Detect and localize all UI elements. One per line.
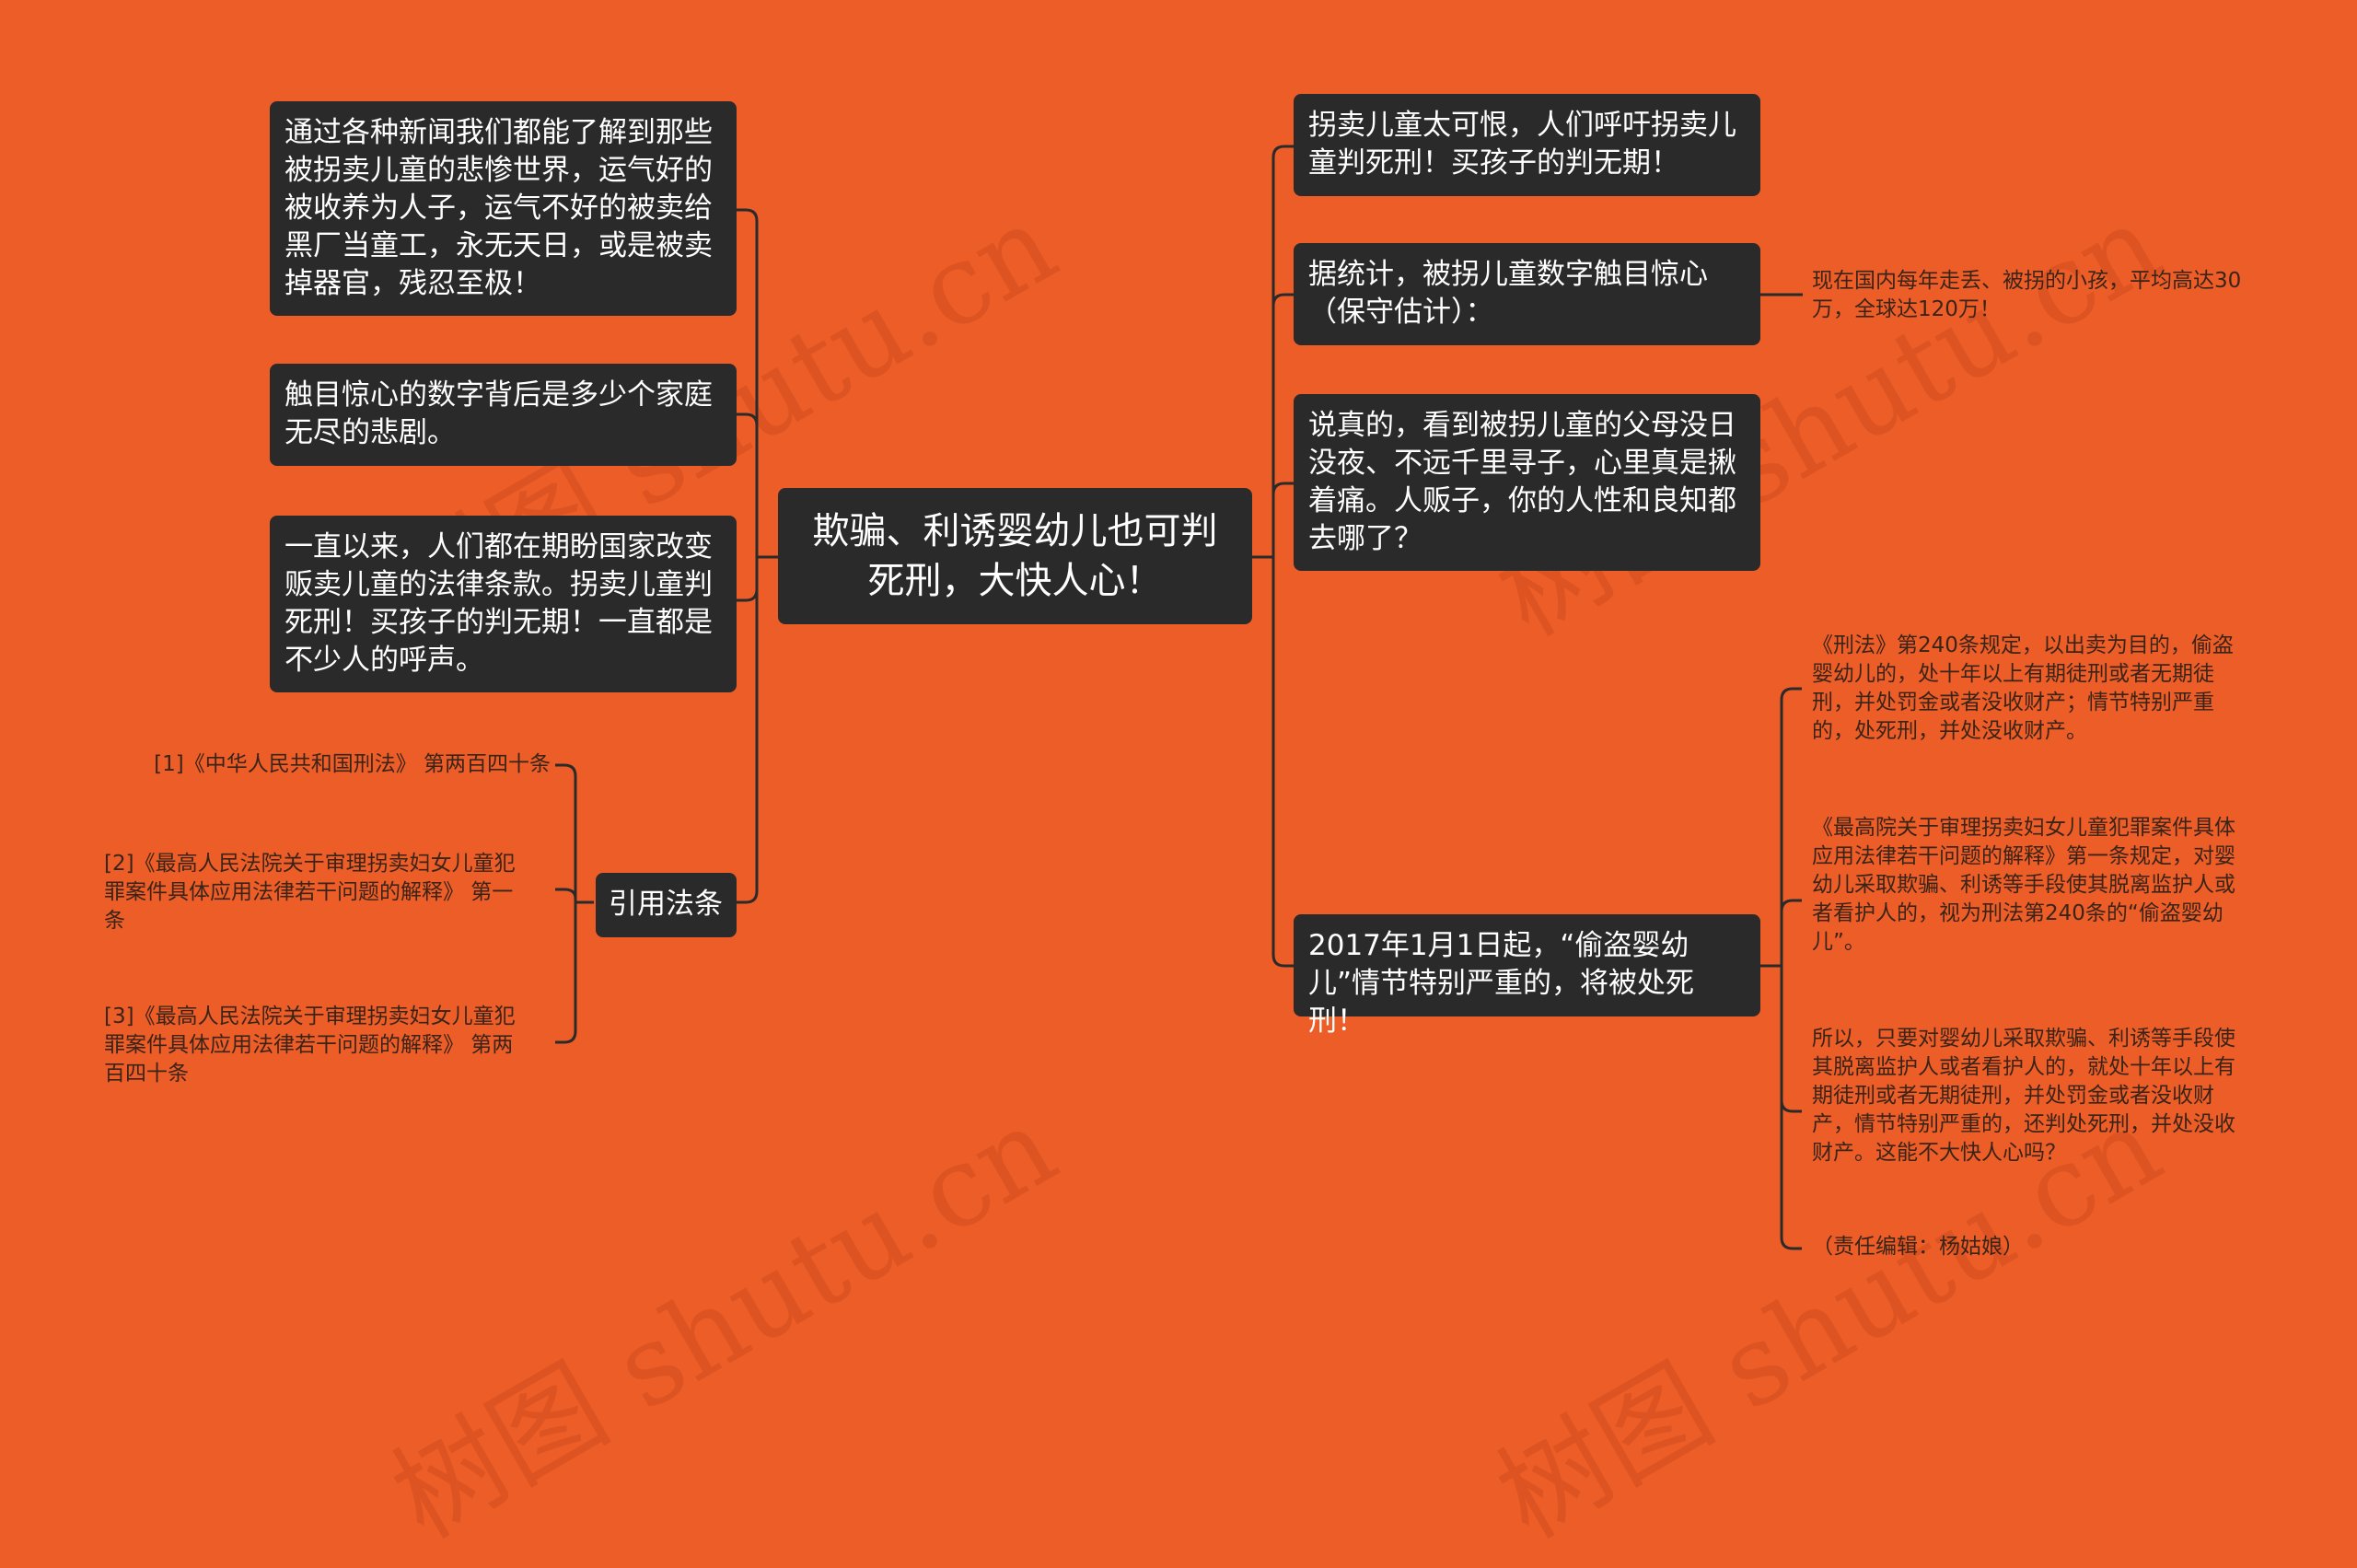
- left-topic-text: 一直以来，人们都在期盼国家改变贩卖儿童的法律条款。拐卖儿童判死刑！买孩子的判无期…: [284, 530, 713, 677]
- right-topic-parents[interactable]: 说真的，看到被拐儿童的父母没日没夜、不远千里寻子，心里真是揪着痛。人贩子，你的人…: [1294, 394, 1760, 571]
- statistics-leaf: 现在国内每年走丢、被拐的小孩，平均高达30万，全球达120万！: [1812, 269, 2242, 321]
- citation-item: [2]《最高人民法院关于审理拐卖妇女儿童犯罪案件具体应用法律若干问题的解释》 第…: [104, 852, 516, 933]
- root-topic-text: 欺骗、利诱婴幼儿也可判死刑，大快人心！: [812, 510, 1218, 602]
- right-topic-outrage[interactable]: 拐卖儿童太可恨，人们呼吁拐卖儿童判死刑！买孩子的判无期！: [1294, 94, 1760, 196]
- mind-map-canvas: 树图 shutu.cn 树图 shutu.cn 树图 shutu.cn 树图 s…: [104, 94, 2242, 1563]
- law-leaf: 《刑法》第240条规定，以出卖为目的，偷盗婴幼儿的，处十年以上有期徒刑或者无期徒…: [1812, 633, 2234, 743]
- left-topic-tragedy[interactable]: 触目惊心的数字背后是多少个家庭无尽的悲剧。: [270, 364, 737, 466]
- root-topic[interactable]: 欺骗、利诱婴幼儿也可判死刑，大快人心！: [778, 488, 1252, 624]
- left-topic-text: 触目惊心的数字背后是多少个家庭无尽的悲剧。: [284, 378, 713, 449]
- citation-item: [3]《最高人民法院关于审理拐卖妇女儿童犯罪案件具体应用法律若干问题的解释》 第…: [104, 1005, 516, 1086]
- editor-credit: （责任编辑：杨姑娘）: [1812, 1235, 2024, 1259]
- law-leaf: 《最高院关于审理拐卖妇女儿童犯罪案件具体应用法律若干问题的解释》第一条规定，对婴…: [1812, 816, 2235, 954]
- left-topic-law-change[interactable]: 一直以来，人们都在期盼国家改变贩卖儿童的法律条款。拐卖儿童判死刑！买孩子的判无期…: [270, 516, 737, 692]
- right-topic-text: 拐卖儿童太可恨，人们呼吁拐卖儿童判死刑！买孩子的判无期！: [1308, 109, 1736, 180]
- left-topic-text: 引用法条: [609, 888, 723, 921]
- left-topic-news[interactable]: 通过各种新闻我们都能了解到那些被拐卖儿童的悲惨世界，运气好的被收养为人子，运气不…: [270, 101, 737, 316]
- right-topic-statistics[interactable]: 据统计，被拐儿童数字触目惊心（保守估计）：: [1294, 243, 1760, 345]
- connector-lines: [555, 145, 1803, 1250]
- right-topic-text: 2017年1月1日起，“偷盗婴幼儿”情节特别严重的，将被处死刑！: [1308, 929, 1695, 1038]
- citation-item: [1]《中华人民共和国刑法》 第两百四十条: [154, 752, 551, 776]
- right-topic-2017-law[interactable]: 2017年1月1日起，“偷盗婴幼儿”情节特别严重的，将被处死刑！: [1294, 914, 1760, 1038]
- right-topic-text: 据统计，被拐儿童数字触目惊心（保守估计）：: [1308, 258, 1708, 329]
- left-topic-citations[interactable]: 引用法条: [596, 873, 737, 937]
- law-leaf: 所以，只要对婴幼儿采取欺骗、利诱等手段使其脱离监护人或者看护人的，就处十年以上有…: [1812, 1027, 2235, 1165]
- left-topic-text: 通过各种新闻我们都能了解到那些被拐卖儿童的悲惨世界，运气好的被收养为人子，运气不…: [284, 116, 713, 300]
- right-topic-text: 说真的，看到被拐儿童的父母没日没夜、不远千里寻子，心里真是揪着痛。人贩子，你的人…: [1308, 409, 1736, 555]
